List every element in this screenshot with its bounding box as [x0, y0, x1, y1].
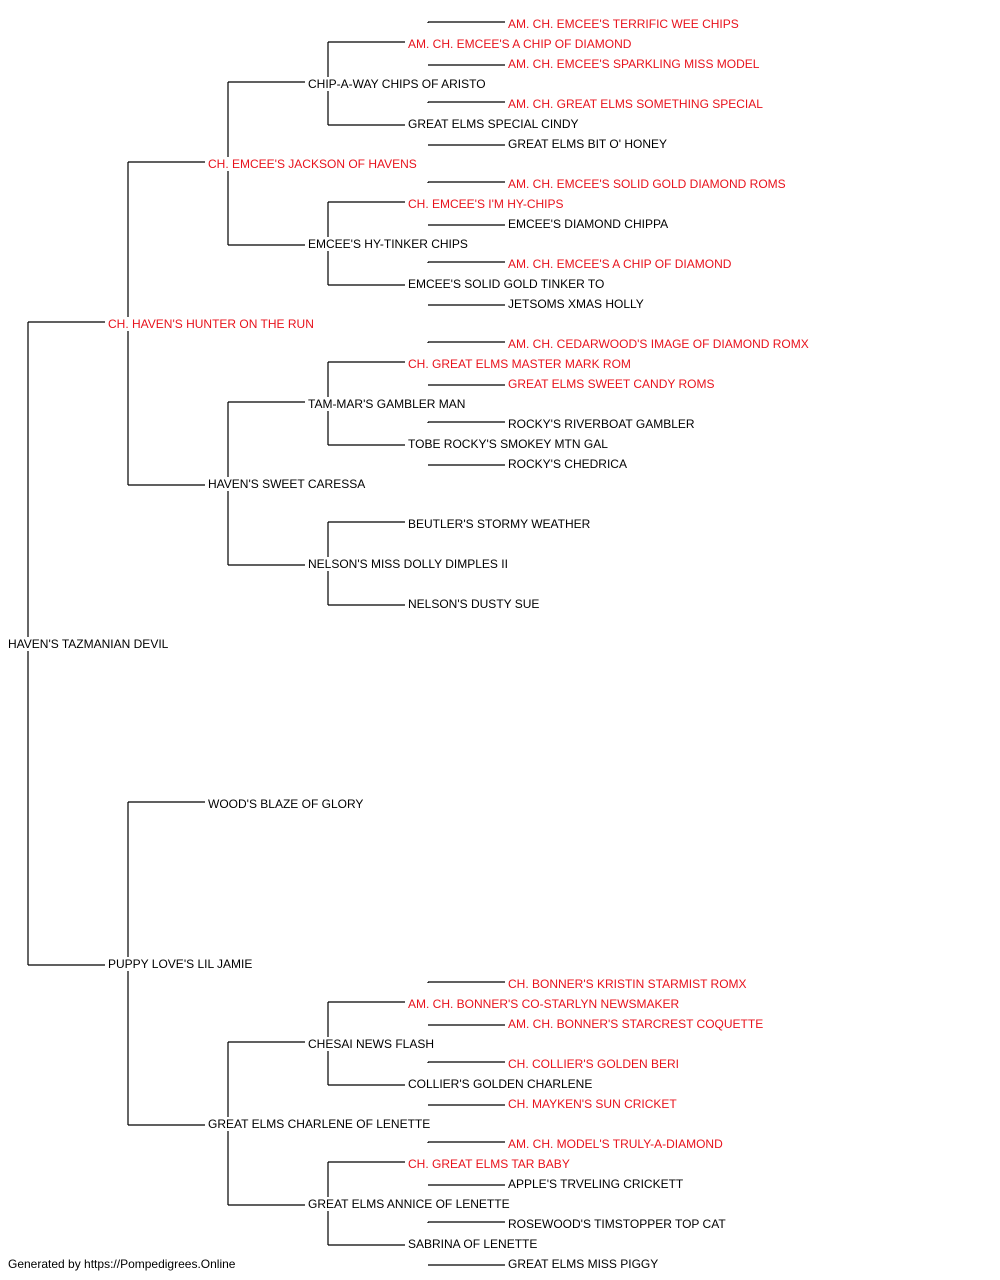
ancestor-name: ROCKY'S CHEDRICA	[507, 457, 628, 471]
ancestor-name: AM. CH. GREAT ELMS SOMETHING SPECIAL	[507, 97, 764, 111]
ancestor-name: CH. MAYKEN'S SUN CRICKET	[507, 1097, 678, 1111]
ancestor-name: AM. CH. EMCEE'S SPARKLING MISS MODEL	[507, 57, 761, 71]
ancestor-name: AM. CH. EMCEE'S TERRIFIC WEE CHIPS	[507, 17, 740, 31]
subject-name: HAVEN'S TAZMANIAN DEVIL	[7, 637, 170, 651]
ancestor-name: EMCEE'S DIAMOND CHIPPA	[507, 217, 670, 231]
ancestor-name: COLLIER'S GOLDEN CHARLENE	[407, 1077, 594, 1091]
ancestor-name: AM. CH. EMCEE'S A CHIP OF DIAMOND	[407, 37, 633, 51]
ancestor-name: CH. GREAT ELMS TAR BABY	[407, 1157, 571, 1171]
ancestor-name: GREAT ELMS SPECIAL CINDY	[407, 117, 580, 131]
ancestor-name: GREAT ELMS CHARLENE OF LENETTE	[207, 1117, 432, 1131]
ancestor-name: SABRINA OF LENETTE	[407, 1237, 539, 1251]
ancestor-name: NELSON'S DUSTY SUE	[407, 597, 541, 611]
ancestor-name: CH. EMCEE'S I'M HY-CHIPS	[407, 197, 565, 211]
ancestor-name: APPLE'S TRVELING CRICKETT	[507, 1177, 685, 1191]
ancestor-name: TOBE ROCKY'S SMOKEY MTN GAL	[407, 437, 609, 451]
ancestor-name: JETSOMS XMAS HOLLY	[507, 297, 645, 311]
ancestor-name: AM. CH. MODEL'S TRULY-A-DIAMOND	[507, 1137, 724, 1151]
ancestor-name: GREAT ELMS SWEET CANDY ROMS	[507, 377, 716, 391]
ancestor-name: HAVEN'S SWEET CARESSA	[207, 477, 367, 491]
ancestor-name: GREAT ELMS MISS PIGGY	[507, 1257, 660, 1271]
ancestor-name: CH. HAVEN'S HUNTER ON THE RUN	[107, 317, 315, 331]
ancestor-name: BEUTLER'S STORMY WEATHER	[407, 517, 592, 531]
ancestor-name: ROSEWOOD'S TIMSTOPPER TOP CAT	[507, 1217, 727, 1231]
footer-credit: Generated by https://Pompedigrees.Online	[8, 1257, 236, 1271]
ancestor-name: CH. COLLIER'S GOLDEN BERI	[507, 1057, 680, 1071]
ancestor-name: CH. EMCEE'S JACKSON OF HAVENS	[207, 157, 418, 171]
ancestor-name: CH. BONNER'S KRISTIN STARMIST ROMX	[507, 977, 748, 991]
ancestor-name: CHIP-A-WAY CHIPS OF ARISTO	[307, 77, 487, 91]
ancestor-name: CHESAI NEWS FLASH	[307, 1037, 436, 1051]
ancestor-name: NELSON'S MISS DOLLY DIMPLES II	[307, 557, 509, 571]
ancestor-name: EMCEE'S HY-TINKER CHIPS	[307, 237, 469, 251]
ancestor-name: TAM-MAR'S GAMBLER MAN	[307, 397, 467, 411]
ancestor-name: GREAT ELMS BIT O' HONEY	[507, 137, 668, 151]
ancestor-name: WOOD'S BLAZE OF GLORY	[207, 797, 365, 811]
ancestor-name: AM. CH. EMCEE'S SOLID GOLD DIAMOND ROMS	[507, 177, 787, 191]
ancestor-name: AM. CH. EMCEE'S A CHIP OF DIAMOND	[507, 257, 733, 271]
ancestor-name: GREAT ELMS ANNICE OF LENETTE	[307, 1197, 511, 1211]
ancestor-name: PUPPY LOVE'S LIL JAMIE	[107, 957, 254, 971]
ancestor-name: CH. GREAT ELMS MASTER MARK ROM	[407, 357, 632, 371]
ancestor-name: AM. CH. CEDARWOOD'S IMAGE OF DIAMOND ROM…	[507, 337, 810, 351]
ancestor-name: AM. CH. BONNER'S STARCREST COQUETTE	[507, 1017, 765, 1031]
ancestor-name: ROCKY'S RIVERBOAT GAMBLER	[507, 417, 696, 431]
ancestor-name: AM. CH. BONNER'S CO-STARLYN NEWSMAKER	[407, 997, 681, 1011]
ancestor-name: EMCEE'S SOLID GOLD TINKER TO	[407, 277, 606, 291]
